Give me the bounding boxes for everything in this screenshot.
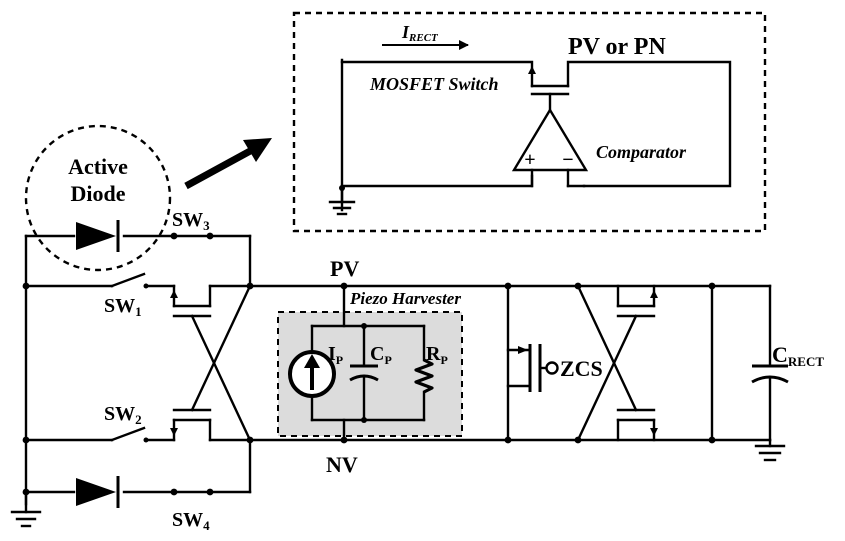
sw2-label: SW2 [104,403,142,427]
sw4-label: SW4 [172,509,210,533]
sw1-switch-icon [110,272,149,289]
rp-label: RP [426,343,448,367]
zcs-label: ZCS [560,356,603,381]
piezo-harvester-block [277,282,463,444]
sw3-label: SW3 [172,209,210,233]
pv-node-label: PV [330,256,359,281]
sw1-label: SW1 [104,295,142,319]
left-mosfet-pair-icon [170,284,252,442]
diode-bottom-icon [76,476,120,508]
zcs-mosfet-icon [504,282,559,444]
inset-dashed-border [292,11,767,233]
cp-capacitor-icon [349,324,379,422]
inset-node-label: PV or PN [568,34,666,60]
right-mosfet-pair-icon [574,282,716,444]
cp-label: CP [370,343,392,367]
piezo-harvester-label: Piezo Harvester [349,289,461,308]
zoom-arrow-icon [184,138,272,190]
active-diode-label-line1: Active [68,154,128,179]
active-diode-dashed-circle [24,124,172,272]
crect-capacitor-icon [751,284,789,462]
crect-label: CRECT [772,342,824,369]
irect-label: IRECT [401,22,439,44]
left-wiring [22,232,254,506]
inset-wire-top-right [566,60,732,188]
sw2-switch-icon [110,426,149,443]
comparator-minus: − [562,149,573,171]
comparator-plus: + [524,149,535,171]
ip-label: IP [328,343,343,367]
comparator-label: Comparator [596,142,687,162]
inset-wire-bottom [340,174,534,188]
active-diode-label-line2: Diode [71,181,126,206]
inset-mosfet-icon [528,66,570,112]
ground-icon [10,490,42,528]
rp-resistor-icon [414,324,434,422]
inset-panel: + − IRECT PV or PN MOSFET Switch Compara… [292,11,767,233]
mosfet-switch-label: MOSFET Switch [369,74,499,94]
inset-ground-icon [328,186,356,216]
comparator-icon: + − [511,107,589,188]
inset-wire-top-left [340,60,534,88]
diode-top-icon [76,220,120,252]
current-source-icon [288,324,336,422]
nv-node-label: NV [326,452,358,477]
